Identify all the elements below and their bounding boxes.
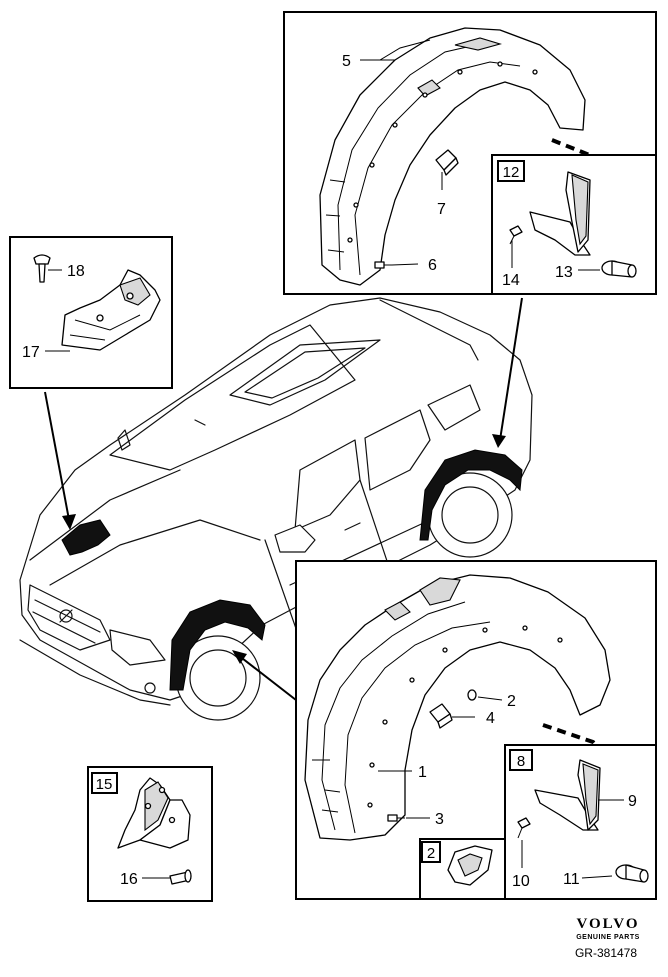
clip-7-part [435, 149, 459, 176]
mudflap-12-part [529, 171, 591, 256]
bolt-18-part [33, 254, 51, 283]
genuine-parts-text: GENUINE PARTS [576, 934, 640, 941]
clip-4-part [429, 703, 453, 729]
inset-2-label-box [421, 841, 441, 863]
mudflap-8-part [534, 759, 601, 831]
callout-4: 4 [486, 710, 495, 727]
callout-2: 2 [507, 693, 516, 710]
reference-number: GR-381478 [575, 946, 637, 960]
clip-11-part [615, 864, 649, 883]
front-wheel-liner-highlight [169, 599, 266, 691]
inset-8-label-box [509, 749, 533, 771]
clip-13-part [601, 260, 637, 278]
callout-10: 10 [512, 873, 530, 890]
leader-lines [45, 59, 624, 879]
callout-16: 16 [120, 871, 138, 888]
callout-11: 11 [563, 871, 580, 888]
inset-15-label-box [91, 772, 118, 794]
screw-6-part [374, 261, 392, 269]
rear-wheel-liner-highlight [419, 449, 523, 541]
inset-12-label: 12 [503, 164, 520, 181]
volvo-logo: VOLVO [576, 916, 639, 932]
callout-18: 18 [67, 263, 85, 280]
callout-14: 14 [502, 272, 520, 289]
callout-17: 17 [22, 344, 40, 361]
screw-10-part [517, 817, 531, 839]
splash-shield-17-part [61, 269, 161, 351]
callout-7: 7 [437, 201, 446, 218]
screw-14-part [509, 225, 523, 245]
callout-3: 3 [435, 811, 444, 828]
clip-2-part [467, 689, 477, 701]
car-illustration [19, 297, 533, 721]
callout-1: 1 [418, 764, 427, 781]
callout-5: 5 [342, 53, 351, 70]
callout-13: 13 [555, 264, 573, 281]
callout-6: 6 [428, 257, 437, 274]
mudflap-15-part [117, 777, 191, 849]
splash-shield-highlight [61, 519, 111, 556]
connector-arrows [44, 297, 523, 701]
screw-3-part [387, 814, 405, 822]
front-inner-fender-liner [304, 574, 611, 841]
inset-12-label-box [497, 160, 525, 182]
inset-2-label: 2 [427, 845, 435, 862]
inset-8-label: 8 [517, 753, 525, 770]
inset-15-label: 15 [96, 776, 113, 793]
rivet-16-part [169, 869, 192, 885]
rear-inner-fender-liner [319, 27, 586, 286]
callout-9: 9 [628, 793, 637, 810]
clip-2-detail [447, 845, 493, 886]
